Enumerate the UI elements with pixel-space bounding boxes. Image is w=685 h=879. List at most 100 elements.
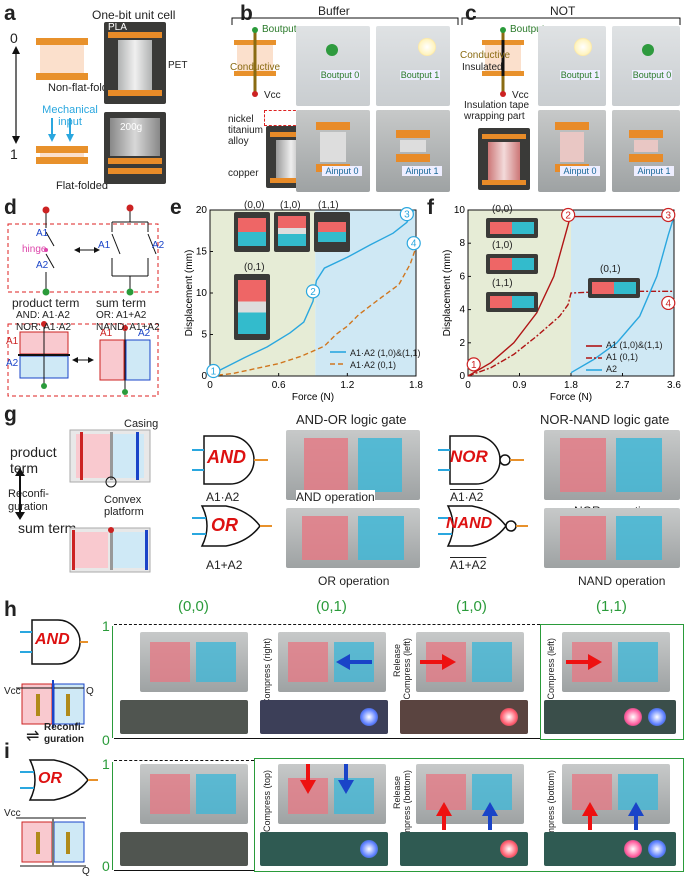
- c-ainput-0: Ainput 0: [560, 166, 600, 176]
- b-conductive-label: Conductive: [230, 62, 281, 73]
- point-marker-2: [561, 207, 576, 223]
- y-tick-label: 10: [196, 288, 208, 299]
- d-a2-bottom: A2: [6, 358, 19, 369]
- series-line-2: [467, 290, 674, 377]
- x-axis-label: Force (N): [550, 392, 592, 403]
- g-nand-op: NAND operation: [578, 574, 666, 588]
- i-led-01: [260, 832, 388, 866]
- point-marker-label-4: 4: [665, 298, 671, 309]
- h-led-00: [120, 700, 248, 734]
- b-compress-photo-0: [296, 110, 370, 192]
- f-legend-1: A1 (1,0)&(1,1): [606, 340, 663, 350]
- h-axis: [112, 626, 113, 738]
- d-sum-term: sum term: [96, 296, 147, 310]
- h-and-gate: [20, 619, 88, 665]
- b-vcc-label: Vcc: [264, 90, 281, 101]
- e-legend-1: A1·A2 (1,0)&(1,1): [350, 348, 421, 358]
- g-sum-term: sum term: [18, 520, 77, 536]
- g-and-text: AND: [207, 447, 246, 467]
- g-or-expr: A1+A2: [206, 558, 243, 572]
- i-photo-10: [416, 764, 524, 824]
- i-photo-11: [562, 764, 670, 824]
- unit-cell-title: One-bit unit cell: [92, 8, 176, 22]
- not-schematic: [482, 27, 524, 97]
- panel-label-i: i: [4, 740, 10, 763]
- f-point-label-2: (1,0): [492, 240, 513, 251]
- x-tick-label: 1.8: [409, 380, 423, 391]
- i-axis: [112, 762, 113, 870]
- buffer-title: Buffer: [318, 4, 350, 18]
- g-nor-nand-title: NOR-NAND logic gate: [540, 412, 670, 427]
- buffer-schematic: [234, 27, 276, 97]
- f-photo-4: [588, 278, 640, 298]
- x-tick-label: 1.8: [564, 380, 578, 391]
- y-tick-label: 8: [459, 238, 465, 249]
- panel-label-d: d: [4, 196, 17, 219]
- b-copper-label: copper: [228, 168, 259, 179]
- point-marker-label-2: 2: [310, 287, 316, 298]
- g-nor-photo: [544, 430, 680, 500]
- g-and-expr: A1·A2: [206, 490, 240, 504]
- panel-label-e: e: [170, 196, 182, 219]
- d-and-line: AND: A1·A2: [16, 310, 70, 321]
- g-or-text: OR: [211, 515, 238, 535]
- point-marker-3: [399, 207, 414, 222]
- f-legend-3: A2: [606, 364, 618, 374]
- d-a2-right: A2: [138, 328, 151, 339]
- y-tick-label: 10: [454, 205, 466, 216]
- f-point-label-3: (1,1): [492, 278, 513, 289]
- point-marker-label-3: 3: [404, 210, 410, 221]
- h-low-line: [114, 624, 540, 625]
- h-led-01: [260, 700, 388, 734]
- d-product-term: product term: [12, 296, 80, 310]
- d-switch-diagram: [7, 204, 159, 397]
- i-low-line: [114, 760, 254, 761]
- unit-cell-photo-open: [104, 22, 166, 104]
- d-a1-bottom: A1: [6, 336, 19, 347]
- point-marker-label-3: 3: [665, 210, 671, 221]
- not-title: NOT: [550, 4, 576, 18]
- i-zero: 0: [102, 858, 110, 874]
- g-nor-expr: A1·A2: [450, 490, 484, 504]
- point-marker-label-1: 1: [211, 367, 217, 378]
- c-tape-label: Insulation tape wrapping part: [464, 100, 530, 122]
- y-tick-label: 5: [201, 330, 207, 341]
- h-vcc: Vcc: [4, 686, 21, 697]
- panel-label-a: a: [4, 2, 16, 25]
- g-gate-symbols-left: [192, 435, 272, 547]
- c-vcc-label: Vcc: [512, 90, 529, 101]
- x-tick-label: 0: [207, 380, 213, 391]
- point-marker-label-4: 4: [411, 239, 417, 250]
- h-led-10: [400, 700, 528, 734]
- y-axis-label: Displacement (mm): [184, 250, 195, 337]
- c-insulated-label: Insulated: [462, 62, 503, 73]
- f-photo-3: [486, 292, 538, 312]
- y-tick-label: 6: [459, 271, 465, 282]
- i-vcc: Vcc: [4, 808, 21, 819]
- i-or-gate: [20, 759, 98, 801]
- point-marker-label-1: 1: [471, 360, 477, 371]
- e-photo-4: [234, 274, 270, 340]
- panel-label-c: c: [465, 2, 477, 25]
- e-point-label-3: (1,1): [318, 200, 339, 211]
- h-state-11: (1,1): [596, 598, 627, 615]
- c-boutput-0: Boutput 0: [632, 70, 672, 80]
- flat-folded-label: Flat-folded: [56, 180, 108, 192]
- point-marker-4: [406, 236, 421, 251]
- b-breadboard-0: [296, 26, 370, 106]
- g-and-photo: [286, 430, 420, 500]
- g-and-or-title: AND-OR logic gate: [296, 412, 407, 427]
- y-tick-label: 0: [201, 371, 207, 382]
- i-reconfig-arrow: ⇌: [26, 728, 40, 745]
- y-axis-label: Displacement (mm): [442, 250, 453, 337]
- b-ainput-1: Ainput 1: [402, 166, 442, 176]
- i-q: Q: [82, 866, 90, 877]
- c-compress-photo-1: [612, 110, 680, 192]
- d-a1-sum: A1: [98, 240, 111, 251]
- c-ainput-1: Ainput 1: [634, 166, 674, 176]
- x-tick-label: 2.7: [616, 380, 630, 391]
- e-photo-2: [274, 212, 310, 252]
- series-line-1: [467, 215, 674, 377]
